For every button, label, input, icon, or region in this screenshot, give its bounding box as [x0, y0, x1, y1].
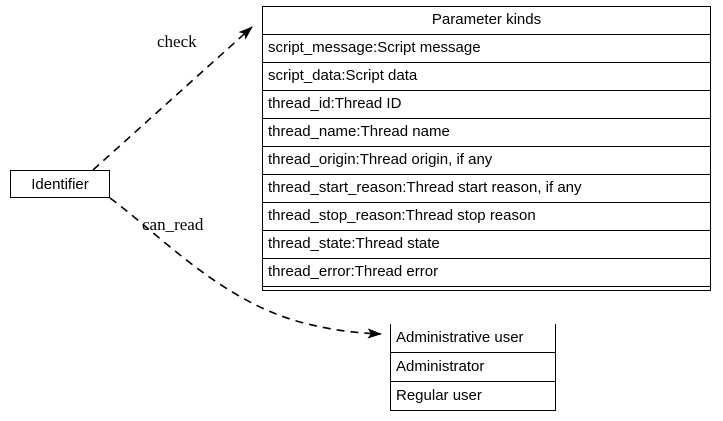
table-row[interactable]: script_data:Script data — [263, 63, 710, 91]
table-row[interactable]: Regular user — [390, 382, 556, 411]
table-administrative-user: Administrative user Administrator Regula… — [390, 324, 581, 411]
table-administrative-user-header: Administrative user — [390, 324, 556, 353]
table-parameter-kinds: Parameter kinds script_message:Script me… — [262, 6, 711, 291]
table-row[interactable]: thread_state:Thread state — [263, 231, 710, 259]
table-row[interactable]: Administrator — [390, 353, 556, 382]
table-row[interactable]: script_message:Script message — [263, 35, 710, 63]
table-row[interactable]: thread_error:Thread error — [263, 259, 710, 287]
edge-label-check: check — [157, 32, 197, 51]
table-parameter-kinds-header: Parameter kinds — [263, 7, 710, 35]
table-row[interactable]: thread_id:Thread ID — [263, 91, 710, 119]
table-row[interactable]: thread_start_reason:Thread start reason,… — [263, 175, 710, 203]
table-row[interactable]: thread_stop_reason:Thread stop reason — [263, 203, 710, 231]
table-row[interactable]: thread_name:Thread name — [263, 119, 710, 147]
edge-label-can-read: can_read — [142, 215, 204, 234]
node-identifier[interactable]: Identifier — [10, 170, 110, 198]
node-identifier-label: Identifier — [31, 175, 89, 193]
table-row[interactable]: thread_origin:Thread origin, if any — [263, 147, 710, 175]
